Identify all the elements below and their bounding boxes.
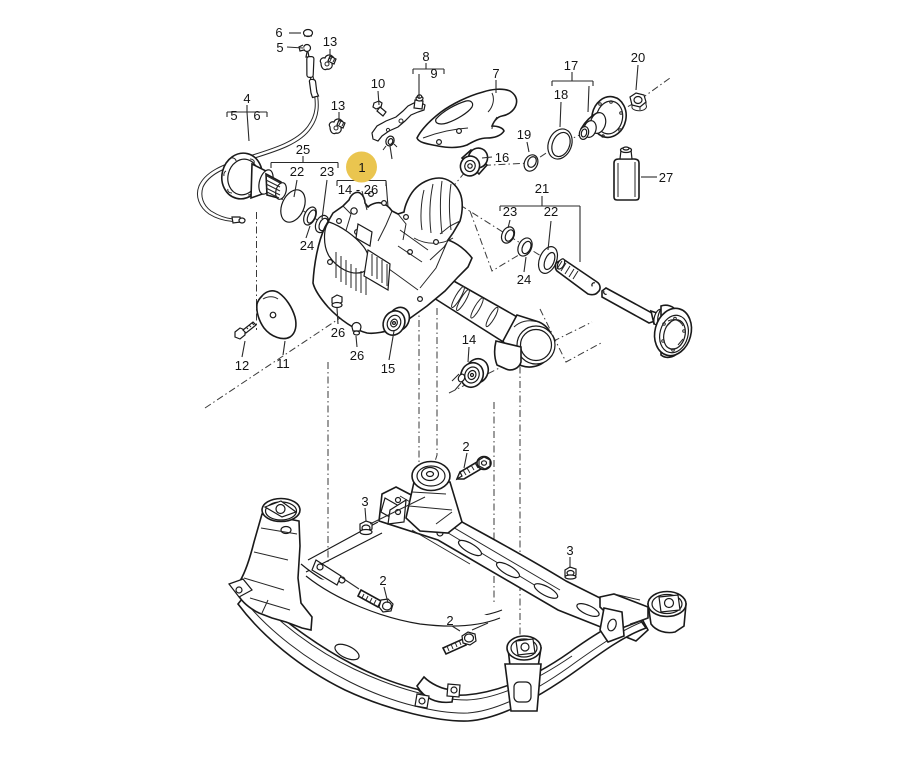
svg-text:3: 3: [361, 494, 368, 509]
svg-text:17: 17: [564, 58, 578, 73]
svg-text:13: 13: [331, 98, 345, 113]
svg-text:2: 2: [446, 613, 453, 628]
svg-text:1: 1: [358, 160, 365, 175]
svg-text:21: 21: [535, 181, 549, 196]
svg-text:15: 15: [381, 361, 395, 376]
svg-text:19: 19: [517, 127, 531, 142]
svg-text:23: 23: [503, 204, 517, 219]
svg-text:7: 7: [492, 66, 499, 81]
svg-text:9: 9: [430, 66, 437, 81]
svg-text:16: 16: [495, 150, 509, 165]
svg-text:24: 24: [517, 272, 531, 287]
svg-text:5: 5: [276, 40, 283, 55]
svg-text:10: 10: [371, 76, 385, 91]
svg-text:11: 11: [276, 356, 290, 371]
svg-text:14: 14: [462, 332, 476, 347]
svg-text:26: 26: [331, 325, 345, 340]
svg-text:26: 26: [350, 348, 364, 363]
svg-text:4: 4: [243, 91, 250, 106]
svg-text:22: 22: [290, 164, 304, 179]
svg-text:6: 6: [253, 108, 260, 123]
svg-text:13: 13: [323, 34, 337, 49]
svg-text:18: 18: [554, 87, 568, 102]
svg-text:23: 23: [320, 164, 334, 179]
svg-text:2: 2: [379, 573, 386, 588]
svg-text:5: 5: [230, 108, 237, 123]
svg-text:8: 8: [422, 49, 429, 64]
svg-text:3: 3: [566, 543, 573, 558]
svg-text:24: 24: [300, 238, 314, 253]
svg-text:14 - 26: 14 - 26: [338, 182, 378, 197]
svg-text:20: 20: [631, 50, 645, 65]
svg-text:25: 25: [296, 142, 310, 157]
svg-text:12: 12: [235, 358, 249, 373]
svg-text:6: 6: [275, 25, 282, 40]
svg-text:22: 22: [544, 204, 558, 219]
svg-text:2: 2: [462, 439, 469, 454]
svg-text:27: 27: [659, 170, 673, 185]
